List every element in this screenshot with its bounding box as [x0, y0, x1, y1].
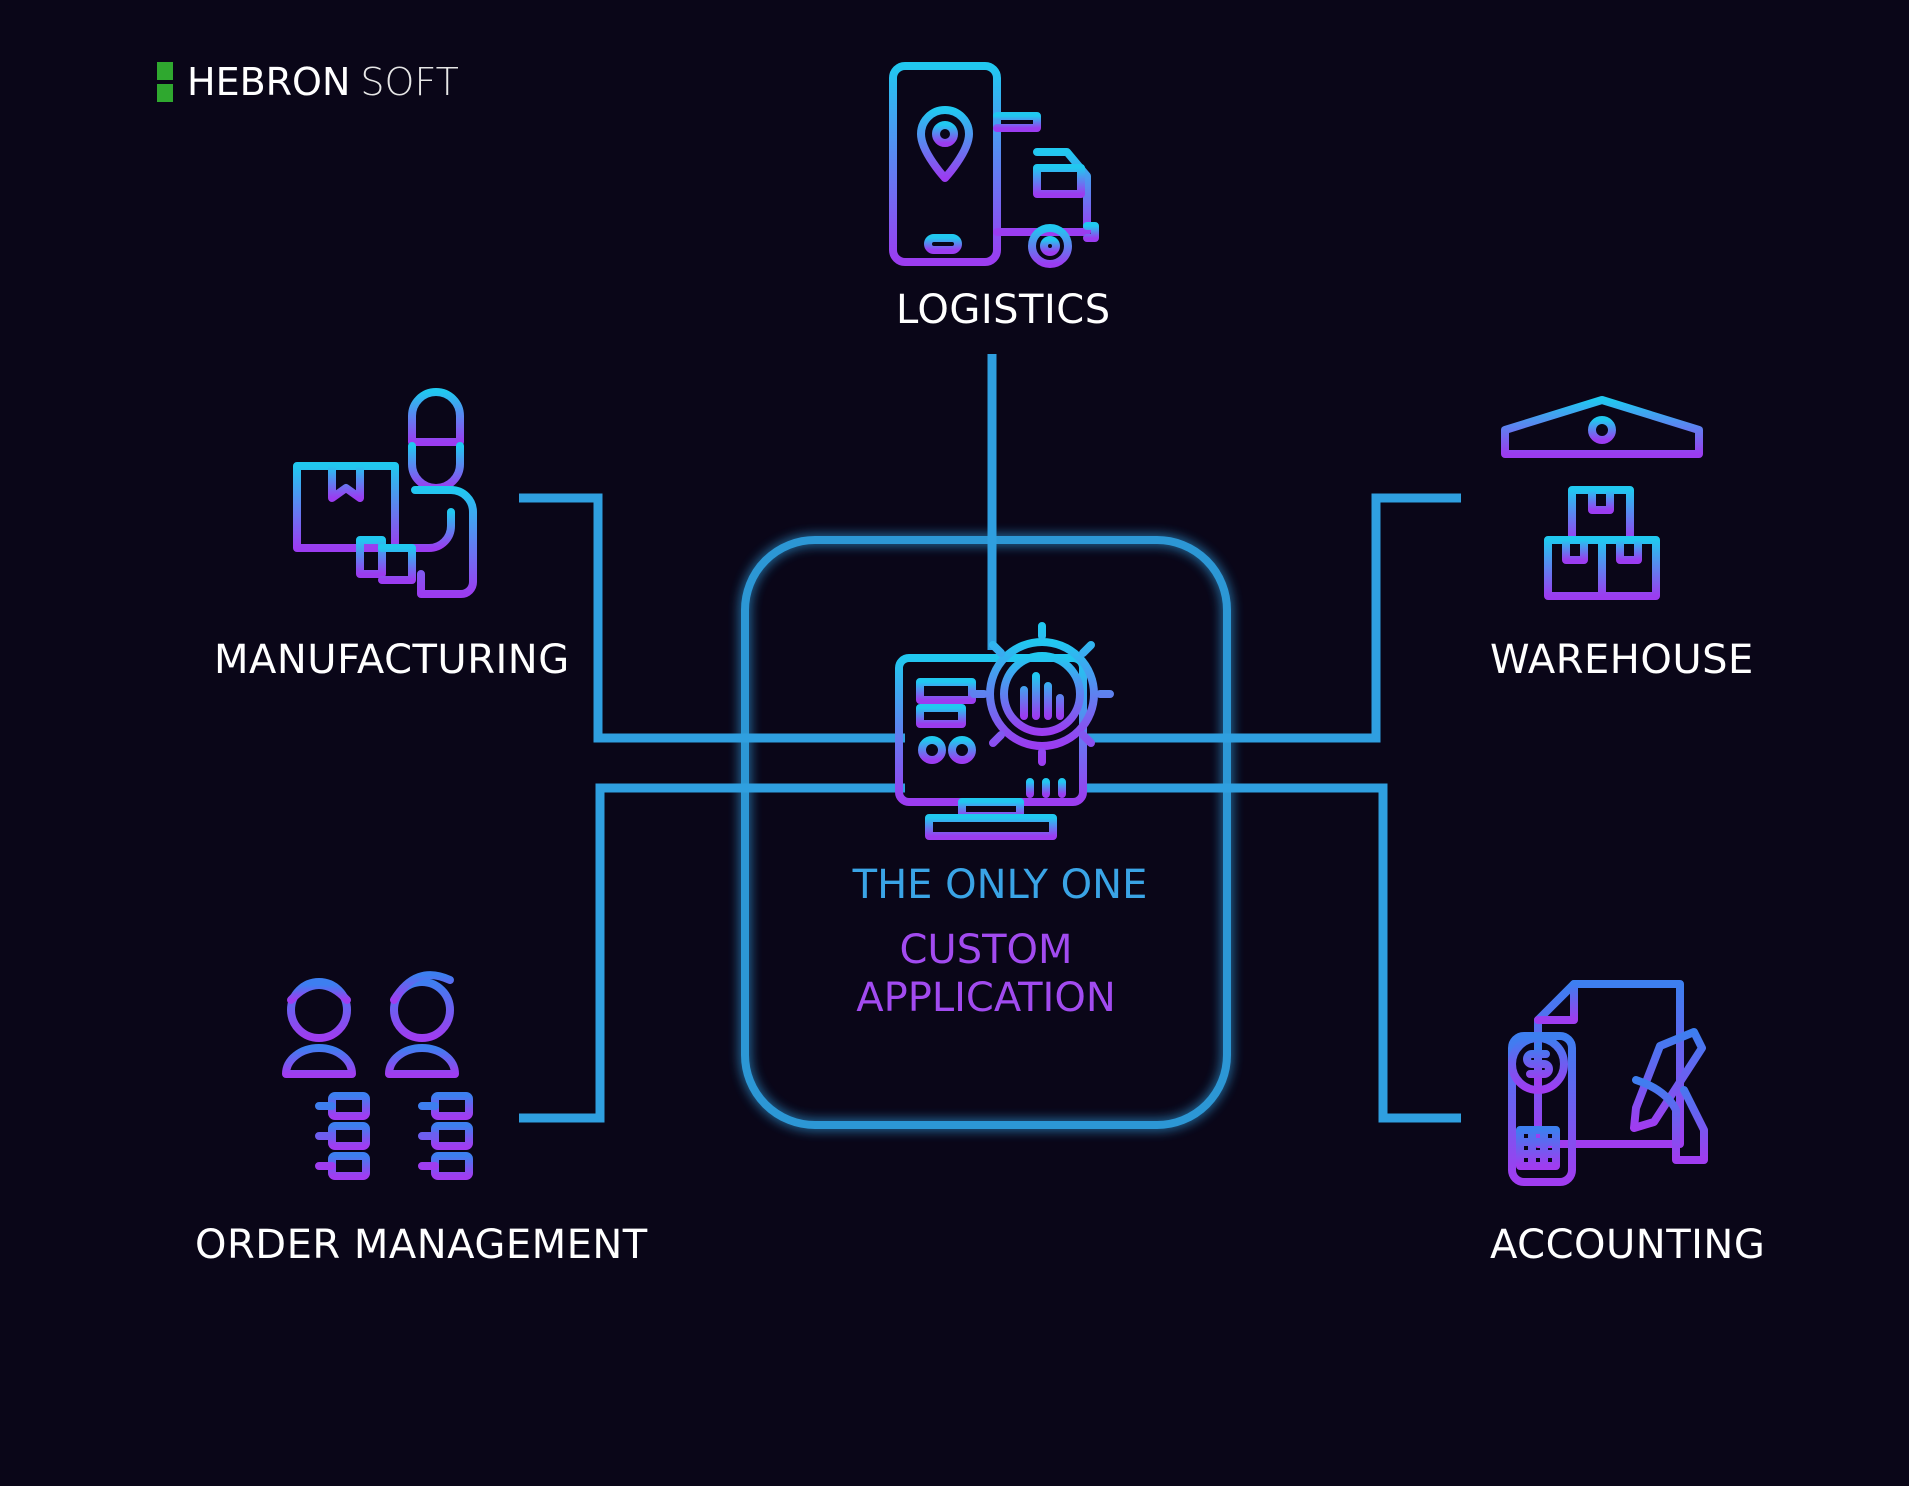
- logo-text-bold: HEBRON: [187, 60, 351, 104]
- center-frame: [741, 536, 1231, 1129]
- label-manufacturing: MANUFACTURING: [214, 637, 570, 683]
- center-subtitle-line1: CUSTOM: [899, 927, 1073, 973]
- connector-warehouse: [1080, 493, 1461, 743]
- logo-text-light: SOFT: [360, 60, 459, 104]
- label-logistics: LOGISTICS: [896, 287, 1111, 333]
- connector-manufacturing: [519, 493, 905, 743]
- invoice-calculator-icon: [1508, 980, 1708, 1186]
- label-warehouse: WAREHOUSE: [1490, 637, 1754, 683]
- dashboard-gear-icon: [895, 622, 1114, 840]
- logo-mark-icon: [157, 62, 173, 102]
- phone-truck-icon: [889, 62, 1099, 268]
- warehouse-icon: [1501, 396, 1703, 600]
- center-subtitle-line2: APPLICATION: [856, 975, 1116, 1021]
- connector-order-management: [519, 783, 905, 1123]
- connector-accounting: [1080, 783, 1461, 1123]
- label-order-management: ORDER MANAGEMENT: [195, 1222, 648, 1268]
- brand-logo: HEBRON SOFT: [157, 60, 459, 104]
- center-subtitle: CUSTOM APPLICATION: [800, 926, 1172, 1022]
- people-list-icon: [282, 971, 473, 1180]
- label-accounting: ACCOUNTING: [1490, 1222, 1766, 1268]
- center-title: THE ONLY ONE: [852, 862, 1148, 908]
- worker-box-icon: [293, 388, 480, 604]
